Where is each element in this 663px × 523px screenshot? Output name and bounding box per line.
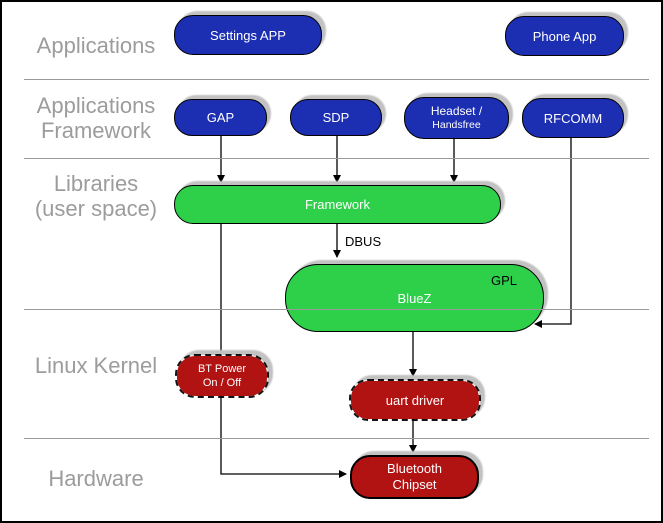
layer-label-applications-framework-line2: Framework xyxy=(40,118,151,143)
layer-label-applications-framework-line1: Applications xyxy=(36,93,156,118)
layer-label-applications-text: Applications xyxy=(36,33,156,58)
edge-framework-to-chipset xyxy=(220,222,347,478)
node-bt-power-line1: BT Power xyxy=(197,363,247,375)
node-settings-app-label: Settings APP xyxy=(210,27,286,43)
node-phone-app: Phone App xyxy=(505,16,624,56)
edge-label-dbus-text: DBUS xyxy=(345,234,382,249)
node-bluetooth-chipset-line1: Bluetooth xyxy=(387,461,442,476)
node-framework-label: Framework xyxy=(304,197,370,212)
edge-label-dbus: DBUS xyxy=(345,234,381,249)
node-sdp-label: SDP xyxy=(322,110,350,125)
node-sdp: SDP xyxy=(290,99,382,136)
node-gap-label: GAP xyxy=(206,110,235,125)
layer-label-hardware: Hardware xyxy=(10,466,182,491)
node-rfcomm: RFCOMM xyxy=(522,98,624,138)
node-bluetooth-chipset: Bluetooth Chipset xyxy=(350,455,479,499)
layer-label-applications: Applications xyxy=(10,33,182,58)
divider-kernel-hardware xyxy=(24,438,649,439)
node-bluez-label: BlueZ xyxy=(397,290,432,306)
layer-label-applications-framework: Applications Framework xyxy=(10,93,182,143)
node-bt-power-line2: On / Off xyxy=(202,377,242,389)
divider-applications-framework xyxy=(24,79,649,80)
layer-label-linux-kernel-text: Linux Kernel xyxy=(34,353,158,378)
layer-label-libraries-line1: Libraries xyxy=(53,171,139,196)
edge-rfcomm-to-bluez xyxy=(534,136,572,328)
layer-label-hardware-text: Hardware xyxy=(48,466,144,491)
node-headset-handsfree-line1: Headset / xyxy=(430,104,483,118)
node-framework: Framework xyxy=(174,185,501,224)
gpl-badge: GPL xyxy=(490,273,517,288)
divider-framework-libraries xyxy=(24,158,649,159)
layer-label-linux-kernel: Linux Kernel xyxy=(10,353,182,378)
node-gap: GAP xyxy=(174,99,267,136)
divider-libraries-kernel xyxy=(24,309,649,310)
node-settings-app: Settings APP xyxy=(174,15,322,55)
node-bluez: GPL BlueZ xyxy=(285,264,544,332)
node-headset-handsfree-line2: Handsfree xyxy=(432,119,481,131)
node-uart-driver-label: uart driver xyxy=(385,392,445,408)
node-headset-handsfree: Headset / Handsfree xyxy=(404,97,509,139)
node-bluetooth-chipset-line2: Chipset xyxy=(392,477,437,492)
node-phone-app-label: Phone App xyxy=(532,28,597,44)
node-uart-driver: uart driver xyxy=(349,379,481,421)
node-bt-power: BT Power On / Off xyxy=(175,354,269,398)
node-rfcomm-label: RFCOMM xyxy=(543,110,603,126)
layer-label-libraries-line2: (user space) xyxy=(34,196,158,221)
layer-label-libraries: Libraries (user space) xyxy=(10,171,182,221)
